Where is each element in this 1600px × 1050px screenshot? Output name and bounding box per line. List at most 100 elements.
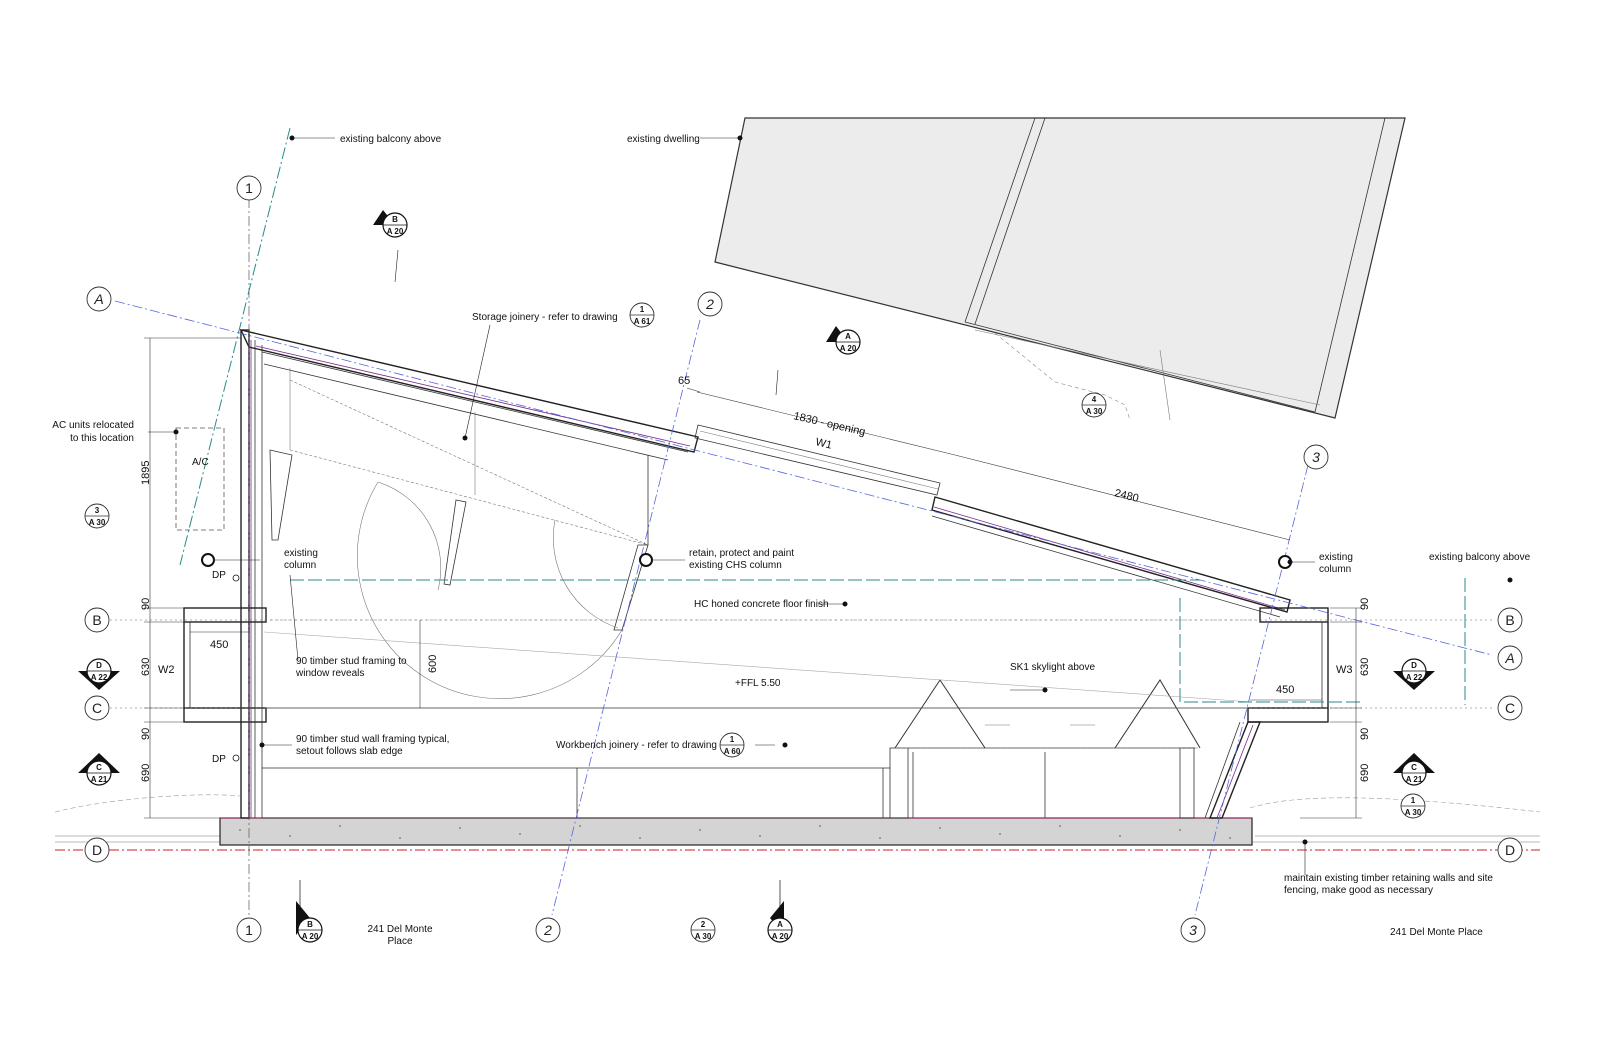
section-c-right-icon: C A 21 [1393,753,1435,786]
ref-a30-bottom-bot: A 30 [695,932,712,941]
section-a-top-sheet: A 20 [840,344,857,353]
section-c-right-sheet: A 21 [1406,775,1423,784]
leaders [148,137,1315,875]
ref-a30-left-top: 3 [95,506,100,515]
ref-a30-right-bot: A 30 [1405,808,1422,817]
grid-labels: 1 1 2 2 3 3 A A B B C C D D [92,180,1515,938]
note-address-right: 241 Del Monte Place [1390,927,1483,938]
section-d-left-sheet: A 22 [91,673,108,682]
grid-3-bottom: 3 [1189,922,1197,938]
detail-references: 1 A 61 1 A 60 3 A 30 4 A 30 2 A 30 [84,302,1426,943]
window-w3: W3 [1336,664,1353,676]
section-a-bottom-icon: A A 20 [767,880,793,943]
grid-1-top: 1 [245,180,253,196]
ref-a30-left-bot: A 30 [89,518,106,527]
section-b-top-icon: B A 20 [373,210,408,238]
grid-1-bottom: 1 [245,922,253,938]
note-existing-dwelling: existing dwelling [627,134,700,145]
ref-a30-right-icon: 1 A 30 [1400,793,1426,819]
note-dp-bottom: DP [212,754,226,765]
ref-a61-top: 1 [640,305,645,314]
floor-lines [175,427,1466,709]
ref-a30-right-top: 1 [1411,796,1416,805]
section-c-left-icon: C A 21 [78,753,120,786]
section-a-top-icon: A A 20 [826,326,861,355]
ref-a61-icon: 1 A 61 [629,302,655,328]
section-c-right-label: C [1411,763,1417,772]
storage-joinery [263,363,669,699]
section-b-bottom-icon: B A 20 [296,880,323,943]
section-b-bottom-label: B [307,920,313,929]
section-d-right-sheet: A 22 [1406,673,1423,682]
leader-dots [173,135,1513,845]
ref-a30-dw-bot: A 30 [1086,407,1103,416]
ref-a30-dw-top: 4 [1092,395,1097,404]
note-column-right-1: existing [1319,552,1353,563]
window-w2: W2 [158,664,175,676]
note-stud-reveal-2: window reveals [295,668,364,679]
grid-2-bottom: 2 [543,922,552,938]
note-column-left-1: existing [284,548,318,559]
dim-690-right: 690 [1359,764,1371,782]
note-ac-tag: A/C [192,457,209,468]
note-stud-typical-2: setout follows slab edge [296,746,403,757]
dim-1895: 1895 [140,461,152,485]
section-d-left-icon: D A 22 [78,658,120,690]
grid-c-right: C [1505,700,1515,716]
gridlines [110,127,1493,916]
dim-690-left: 690 [140,764,152,782]
note-chs-1: retain, protect and paint [689,548,794,559]
note-address-left-1: 241 Del Monte [367,924,432,935]
note-column-right-2: column [1319,564,1351,575]
dim-90-left-top: 90 [140,598,152,610]
ref-a30-dwelling-icon: 4 A 30 [1081,392,1107,418]
note-balcony-above-top: existing balcony above [340,134,442,145]
dim-90-left-bottom: 90 [140,728,152,740]
dim-630-left: 630 [140,658,152,676]
dim-2480: 2480 [1113,487,1140,505]
note-dp-top: DP [212,570,226,581]
concrete-slab [219,817,1253,846]
note-floor-finish: HC honed concrete floor finish [694,599,829,610]
dimension-lines [144,337,1362,819]
section-b-top-sheet: A 20 [387,227,404,236]
dim-450-left: 450 [210,639,228,651]
note-ac-line1: AC units relocated [52,420,134,431]
note-address-left-2: Place [387,936,412,947]
note-storage-joinery: Storage joinery - refer to drawing [472,312,618,323]
window-w1: W1 [814,436,833,451]
ref-a30-left-icon: 3 A 30 [84,503,110,529]
ref-a60-top: 1 [730,735,735,744]
grid-c-left: C [92,700,102,716]
dim-630-right: 630 [1359,658,1371,676]
existing-dwelling [714,117,1406,421]
note-column-left-2: column [284,560,316,571]
window-labels: W1 W2 W3 [158,436,1353,676]
note-skylight: SK1 skylight above [1010,662,1095,673]
section-a-top-label: A [845,332,851,341]
note-ffl: +FFL 5.50 [735,678,781,689]
note-ac-line2: to this location [70,433,134,444]
section-d-right-label: D [1411,661,1417,670]
dim-65: 65 [678,375,690,387]
walls [183,328,1329,819]
ref-a30-bottom-top: 2 [701,920,706,929]
section-a-bottom-label: A [777,920,783,929]
dim-90-right-top: 90 [1359,598,1371,610]
grid-a-right: A [1504,650,1514,666]
ref-a30-bottom-icon: 2 A 30 [690,917,716,943]
grid-d-right: D [1505,842,1515,858]
grid-a-left: A [93,291,103,307]
ref-a60-icon: 1 A 60 [719,732,745,758]
dim-90-right-bottom: 90 [1359,728,1371,740]
dimension-texts: 65 1830 - opening 2480 1895 90 630 90 69… [140,375,1371,782]
note-balcony-above-right: existing balcony above [1429,552,1531,563]
note-chs-2: existing CHS column [689,560,782,571]
ref-a61-bot: A 61 [634,317,651,326]
ref-a60-bot: A 60 [724,747,741,756]
section-b-top-label: B [392,215,398,224]
section-d-left-label: D [96,661,102,670]
section-a-bottom-sheet: A 20 [772,932,789,941]
dim-opening: 1830 - opening [792,410,866,438]
